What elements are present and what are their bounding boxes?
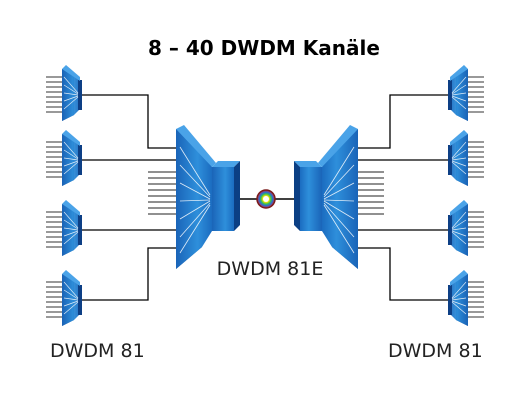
right-demux-3	[447, 199, 485, 257]
diagram-title: 8 – 40 DWDM Kanäle	[148, 36, 380, 60]
right-demux-1	[447, 64, 485, 122]
right-device-label: DWDM 81	[388, 340, 483, 362]
left-demux-2	[45, 129, 83, 187]
center-device-label: DWDM 81E	[216, 258, 324, 280]
left-demux-1	[45, 64, 83, 122]
right-fiber-links	[356, 94, 448, 301]
right-demux-4	[447, 269, 485, 327]
right-demux-2	[447, 129, 485, 187]
left-device-label: DWDM 81	[50, 340, 145, 362]
left-demux-3	[45, 199, 83, 257]
right-mux-icon	[293, 124, 359, 270]
left-fiber-links	[80, 94, 176, 301]
color-wheel-icon	[256, 189, 276, 209]
right-mux-stubs	[356, 171, 384, 215]
left-mux-stubs	[148, 171, 176, 215]
left-mux-icon	[175, 124, 241, 270]
left-demux-4	[45, 269, 83, 327]
